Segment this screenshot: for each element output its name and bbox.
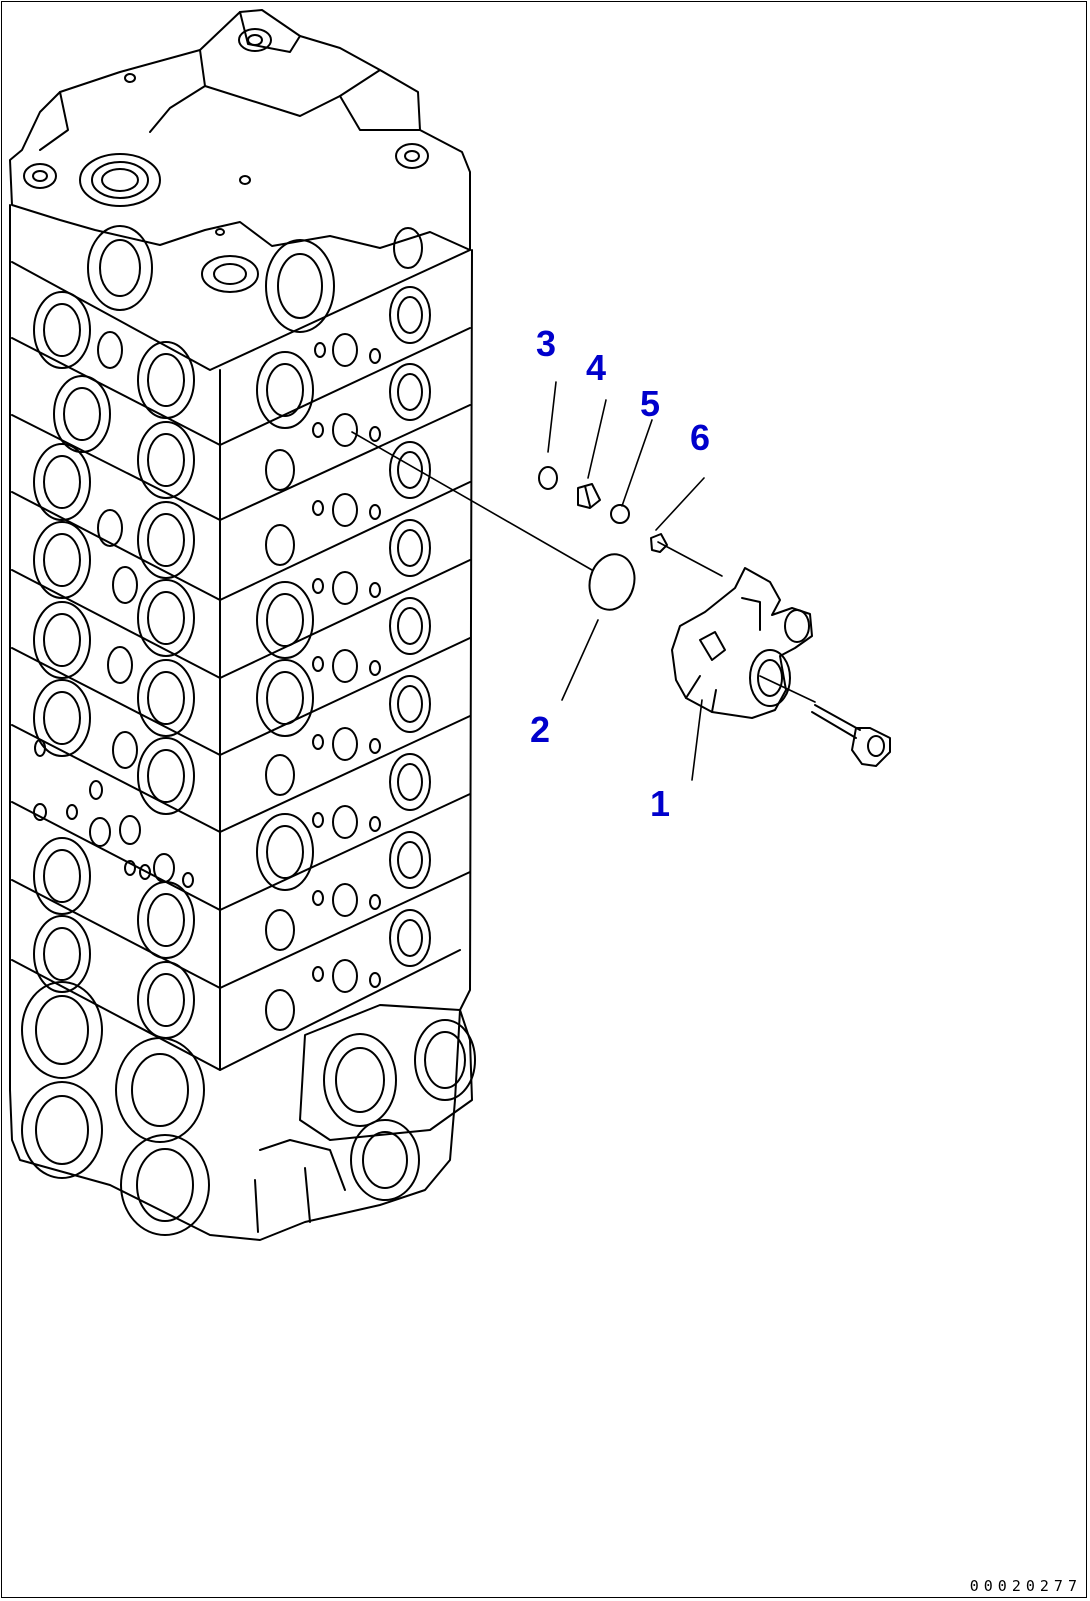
callout-4: 4	[586, 347, 607, 388]
part-4-plug	[577, 483, 601, 509]
callout-2: 2	[530, 709, 551, 750]
drawing-code: 00020277	[969, 1577, 1082, 1595]
part-6-spring	[650, 533, 668, 553]
part-3-o-ring	[538, 466, 558, 490]
callout-1: 1	[650, 783, 671, 824]
callout-3: 3	[536, 323, 557, 364]
leader-lines	[351, 381, 816, 781]
part-1-valve-housing	[671, 567, 891, 767]
valve-body	[9, 9, 476, 1241]
part-5-ball	[610, 504, 630, 524]
callout-6: 6	[690, 417, 711, 458]
callout-5: 5	[640, 383, 661, 424]
part-2-o-ring	[588, 553, 636, 611]
